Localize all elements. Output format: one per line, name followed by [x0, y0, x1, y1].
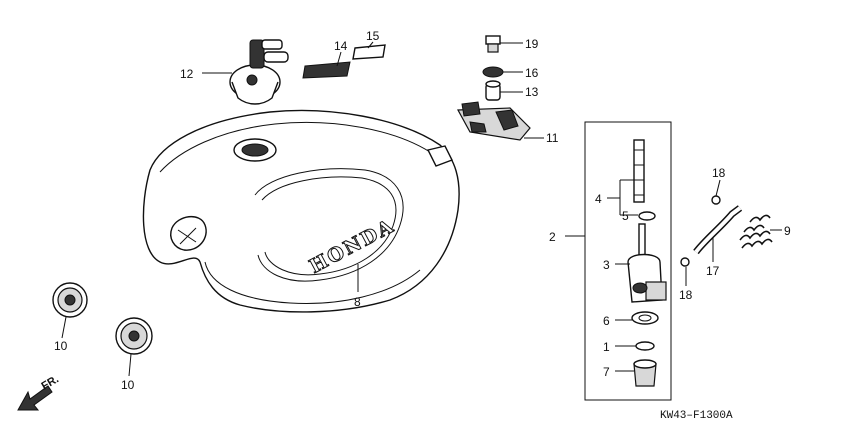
fuel-strainer [633, 139, 645, 203]
callout-13: 13 [525, 85, 539, 99]
front-mount-rubber [115, 317, 153, 355]
callout-17: 17 [706, 264, 720, 278]
fuel-tube-inner [694, 206, 742, 254]
direction-label: FR. [40, 373, 61, 392]
trim-decal [352, 44, 386, 60]
sediment-cup-o-ring [635, 341, 655, 351]
callout-14: 14 [334, 39, 348, 53]
callout-3: 3 [603, 258, 610, 272]
tube-spring [739, 214, 773, 249]
tube-clip [680, 257, 690, 267]
front-mount-rubber [52, 282, 88, 318]
emblem-decal [302, 61, 351, 79]
valve-packing [631, 311, 659, 325]
o-ring [638, 211, 656, 221]
callout-18-lower: 18 [679, 288, 693, 302]
fuel-cap [229, 39, 289, 105]
fuel-valve [627, 223, 667, 303]
callout-6: 6 [603, 314, 610, 328]
callout-15: 15 [366, 29, 380, 43]
callout-7: 7 [603, 365, 610, 379]
callout-8: 8 [354, 295, 361, 309]
front-direction-arrow: FR. [17, 373, 61, 411]
callout-1: 1 [603, 340, 610, 354]
callout-9: 9 [784, 224, 791, 238]
sediment-cup [633, 359, 657, 387]
callout-10-right: 10 [121, 378, 135, 392]
callout-2: 2 [549, 230, 556, 244]
tube-clip [711, 195, 721, 205]
rear-mount-rubber [457, 101, 531, 141]
collar [485, 80, 501, 101]
callout-16: 16 [525, 66, 539, 80]
callout-10-left: 10 [54, 339, 68, 353]
callout-19: 19 [525, 37, 539, 51]
callout-4: 4 [595, 192, 602, 206]
washer [482, 66, 504, 78]
leader-lines [61, 41, 782, 377]
fuel-valve-group-box [584, 121, 672, 401]
callout-12: 12 [180, 67, 194, 81]
fuel-tank: HONDA [142, 109, 460, 313]
bolt [485, 35, 501, 53]
callout-5: 5 [622, 209, 629, 223]
callout-11: 11 [546, 131, 559, 145]
diagram-code: KW43–F1300A [660, 410, 733, 422]
callout-18-upper: 18 [712, 166, 726, 180]
